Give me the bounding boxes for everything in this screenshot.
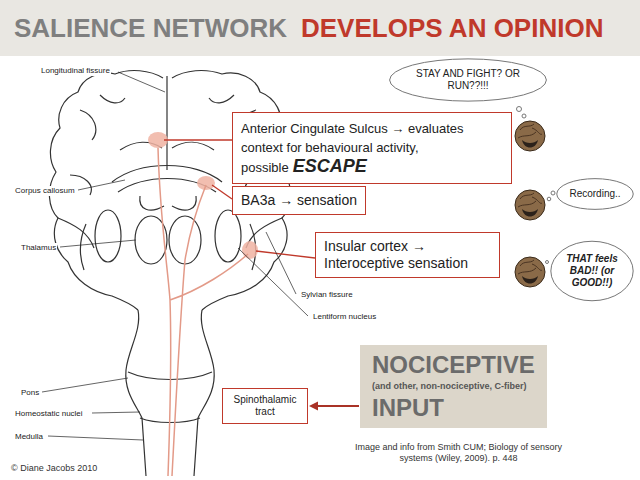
lentiform-right [215, 210, 241, 262]
bubble-tail [522, 114, 526, 118]
part-label: Corpus callosum [14, 186, 76, 196]
thought-bubble: Recording.. [556, 178, 634, 210]
region-box: BA3a → sensation [232, 186, 366, 215]
label-leader [42, 378, 128, 392]
part-label: Lentiform nucleus [312, 312, 377, 322]
label-leader [48, 436, 143, 440]
ventricles [140, 196, 196, 210]
label-leader [238, 248, 308, 316]
tract-box: Spinothalamic tract [222, 388, 308, 424]
lentiform-left [95, 210, 121, 262]
node-text: (and other, non-nociceptive, C-fiber) [372, 381, 535, 392]
node-text: ESCAPE [293, 156, 367, 176]
ba3a-highlight [197, 176, 215, 190]
brain-icon [515, 190, 545, 220]
node-text: Spinothalamic tract [231, 394, 299, 418]
leader-ba3a [212, 185, 232, 199]
connector-arrow [309, 402, 359, 411]
longitudinal-fissure [166, 76, 167, 170]
label-leader [78, 180, 125, 190]
part-label: Thalamus [20, 243, 57, 253]
region-box: Anterior Cingulate Sulcus → evaluates co… [232, 112, 512, 184]
label-leader [60, 240, 136, 247]
bubble-ellipse [551, 241, 633, 301]
brain-icon [515, 257, 545, 287]
part-label: Homeostatic nuclei [14, 409, 84, 419]
node-text: Recording.. [562, 188, 628, 200]
part-label: Medulla [14, 432, 44, 442]
title-highlight: DEVELOPS AN OPINION [301, 13, 603, 44]
region-box: Insular cortex → Interoceptive sensation [315, 232, 500, 278]
part-label: Longitudinal fissure [40, 66, 111, 76]
bubble-tail [546, 261, 549, 264]
brain-icon [515, 121, 545, 151]
leader-insula [256, 251, 315, 258]
thought-bubble: THAT feels BAD!! (or GOOD!!) [550, 240, 634, 302]
bubble-tail [547, 197, 551, 201]
leader-acc [164, 139, 232, 140]
bubble-ellipse [557, 179, 633, 210]
input-box: NOCICEPTIVE(and other, non-nociceptive, … [360, 345, 547, 428]
connector-line [317, 405, 359, 407]
part-label: Pons [20, 388, 40, 398]
node-text: THAT feels BAD!! (or GOOD!!) [559, 253, 625, 289]
label-leader [92, 412, 140, 413]
insula-line [80, 224, 255, 270]
part-label: Sylvian fissure [300, 290, 354, 300]
label-leader [118, 72, 165, 92]
bubble-tail [551, 191, 555, 195]
thought-bubble: STAY AND FIGHT? OR RUN??!!! [388, 58, 548, 102]
part-label: © Diane Jacobs 2010 [10, 463, 98, 474]
node-text: NOCICEPTIVE [372, 351, 535, 380]
label-leader [266, 232, 296, 294]
title-row: SALIENCE NETWORK DEVELOPS AN OPINION [14, 13, 603, 44]
node-text: STAY AND FIGHT? OR RUN??!!! [416, 68, 520, 92]
slide-title: SALIENCE NETWORK [14, 13, 287, 44]
bubble-ellipse [390, 59, 547, 101]
node-text: INPUT [372, 394, 535, 423]
part-label: Image and info from Smith CUM; Biology o… [340, 442, 577, 464]
node-text: Insular cortex → Interoceptive sensation [324, 238, 491, 272]
arrow-head [309, 402, 318, 411]
bubble-tail [517, 107, 522, 112]
node-text: BA3a → sensation [241, 192, 357, 209]
